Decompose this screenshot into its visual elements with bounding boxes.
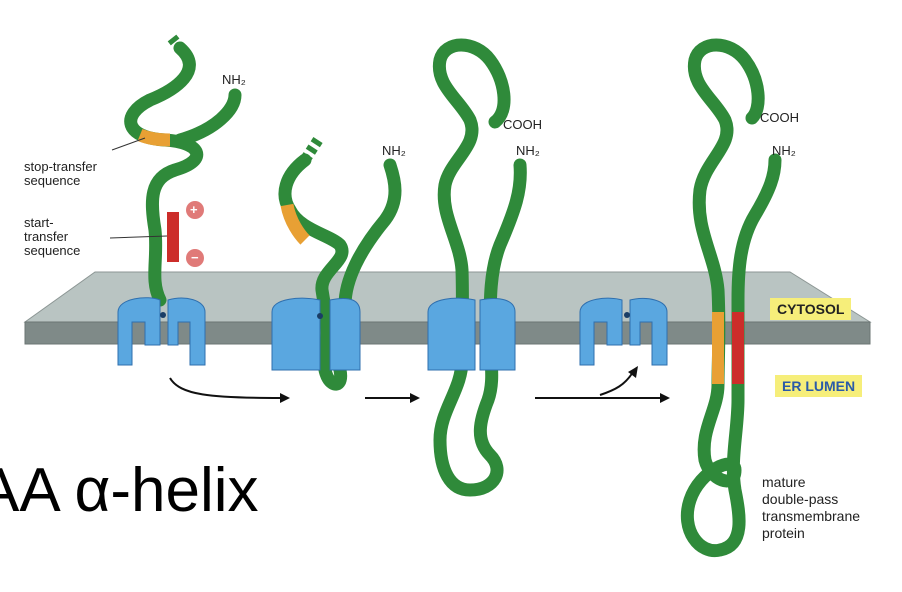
panel-2-translocon-right (329, 298, 361, 371)
arrow-3-release (599, 371, 634, 396)
arrow-2-head (410, 393, 420, 403)
arrow-1 (169, 377, 281, 399)
stop-transfer-pointer (111, 137, 146, 151)
panel-1-stop-transfer (137, 128, 171, 147)
panel-2-pore-dot (317, 313, 323, 319)
panel-3-translocon (427, 297, 476, 371)
panel-1 (117, 34, 242, 366)
arrow-3-release-head (628, 366, 638, 378)
mature-line-1: mature (762, 474, 806, 490)
nh2-label-2: NH₂ (382, 143, 406, 158)
stop-transfer-line-2: sequence (24, 173, 81, 188)
mature-protein-label: mature double-pass transmembrane protein (762, 474, 860, 542)
panel-5 (680, 38, 782, 558)
panel-3-translocon-right (479, 298, 516, 371)
panel-2-translocon (271, 297, 321, 371)
start-transfer-line-2: transfer (24, 229, 69, 244)
cooh-label-5: COOH (760, 110, 799, 125)
panel-1-translocon-right (167, 297, 206, 366)
panel-1-chain-dash (167, 34, 185, 52)
arrow-1-head (280, 393, 290, 403)
cooh-label-3: COOH (503, 117, 542, 132)
plus-charge-icon (186, 201, 204, 219)
panel-5-stop-transfer (712, 312, 724, 384)
nh2-label-1: NH₂ (222, 72, 246, 87)
panel-1-chain (124, 41, 204, 307)
start-transfer-line-3: sequence (24, 243, 81, 258)
cytosol-tag: CYTOSOL (770, 298, 852, 320)
panel-2-chain-dash (300, 137, 323, 163)
plus-label: + (190, 202, 198, 217)
background-helix-text: AA α-helix (0, 456, 259, 525)
mature-line-3: transmembrane (762, 508, 861, 524)
panel-4-translocon (579, 297, 623, 366)
panel-4-pore-dot (624, 312, 630, 318)
panel-1-translocon (117, 297, 161, 366)
panel-2 (271, 137, 402, 391)
nh2-label-5: NH₂ (772, 143, 796, 158)
er-lumen-tag: ER LUMEN (775, 375, 863, 397)
minus-label: − (191, 250, 199, 265)
start-transfer-pointer (109, 235, 168, 239)
stop-transfer-line-1: stop-transfer (24, 159, 97, 174)
panel-5-start-transfer (732, 312, 744, 384)
panel-2-chain (278, 153, 402, 391)
start-transfer-label: start- transfer sequence (24, 216, 80, 258)
mature-line-2: double-pass (762, 491, 839, 507)
panel-2-stop-transfer (280, 203, 310, 245)
arrow-3-head (660, 393, 670, 403)
mature-line-4: protein (762, 525, 805, 541)
stop-transfer-label: stop-transfer sequence (24, 160, 97, 188)
panel-4 (579, 297, 668, 366)
nh2-label-3: NH₂ (516, 143, 540, 158)
panel-3 (427, 38, 527, 497)
minus-charge-icon (186, 249, 204, 267)
panel-4-translocon-right (629, 298, 668, 366)
panel-3-chain (432, 38, 527, 497)
panel-1-chain-nh2 (173, 88, 242, 147)
panel-1-pore-dot (160, 312, 166, 318)
panel-1-start-transfer (167, 212, 179, 262)
start-transfer-line-1: start- (24, 215, 54, 230)
